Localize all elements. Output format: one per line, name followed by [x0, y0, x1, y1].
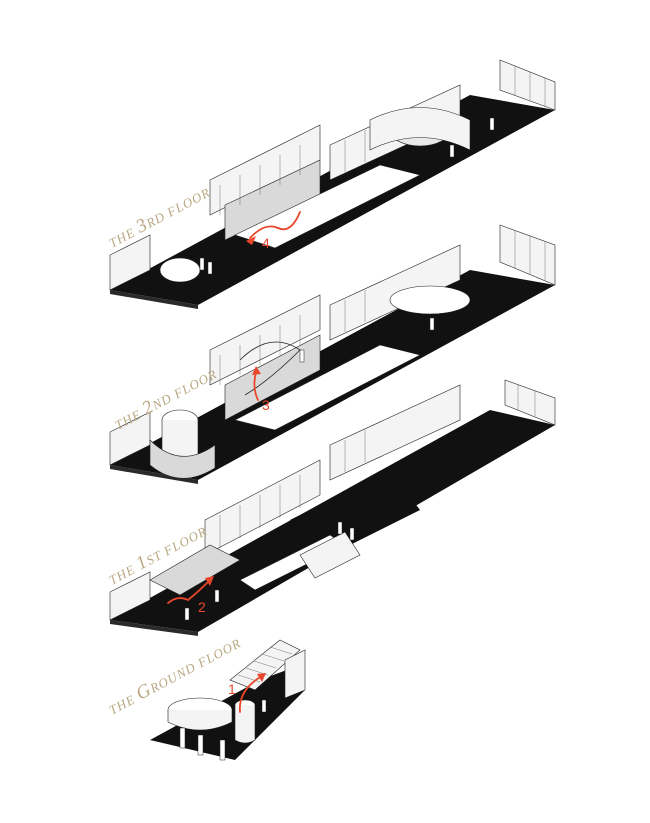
person-figure	[214, 589, 220, 603]
floor-ground-column	[179, 727, 186, 749]
floor-ground-column	[219, 739, 226, 761]
person-figure	[199, 257, 205, 271]
floor-first-wall-mid	[204, 459, 321, 556]
person-figure	[299, 349, 305, 363]
route-step-first: 2	[198, 599, 206, 615]
floor-ground: THE GROUND FLOOR 1	[106, 635, 306, 761]
floor-ground-column	[197, 734, 204, 756]
route-step-second: 3	[262, 397, 270, 413]
route-step-ground: 1	[228, 681, 236, 697]
route-arrow-first	[167, 579, 211, 604]
floor-third-void	[234, 164, 421, 249]
route-step-third: 4	[262, 235, 270, 251]
floor-second-oval-void	[389, 285, 471, 315]
floor-first: THE 1ST FLOOR 2	[106, 379, 556, 636]
route-arrow-third	[249, 211, 301, 239]
person-figure	[337, 521, 343, 535]
person-figure	[184, 607, 190, 621]
floor-third-wall-left	[109, 234, 151, 291]
route-arrow-ground	[239, 675, 263, 713]
route-arrow-second	[253, 371, 259, 401]
floor-ground-staircase	[229, 639, 301, 691]
person-figure	[429, 317, 435, 331]
person-figure	[261, 699, 267, 713]
floor-label-third: THE 3RD FLOOR	[104, 181, 213, 252]
person-figure	[349, 527, 355, 541]
floor-second-wall-mid	[209, 294, 321, 386]
person-figure	[489, 117, 495, 131]
floor-third: THE 3RD FLOOR 4	[104, 59, 556, 309]
person-figure	[207, 261, 213, 275]
person-figure	[449, 144, 455, 158]
floor-third-round-room	[159, 257, 201, 283]
floor-second-void	[234, 344, 421, 431]
floor-ground-cylinder	[234, 705, 256, 744]
